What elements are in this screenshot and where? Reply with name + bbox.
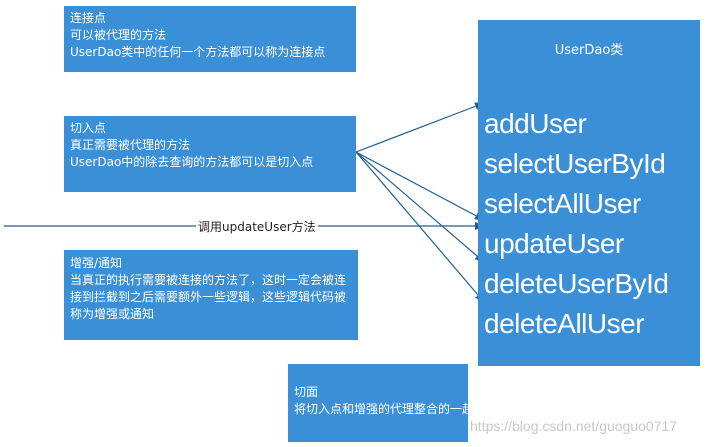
userdao-class-box: UserDao类 addUser selectUserById selectAl…: [478, 20, 700, 366]
method-selectalluser: selectAllUser: [484, 188, 641, 219]
userdao-title: UserDao类: [554, 43, 624, 58]
joinpoint-box: 连接点 可以被代理的方法 UserDao类中的任何一个方法都可以称为连接点: [64, 6, 356, 72]
pointcut-line1: 真正需要被代理的方法: [70, 138, 191, 152]
pointcut-to-adduser-arrow: [355, 102, 485, 153]
method-adduser: addUser: [484, 108, 587, 139]
call-arrow-label: 调用updateUser方法: [196, 218, 318, 235]
advice-body: 当真正的执行需要被连接的方法了，这时一定会被连接到拦截到之后需要额外一些逻辑，这…: [70, 273, 347, 321]
method-deleteallusers: deleteAllUser: [484, 308, 645, 339]
advice-title: 增强/通知: [70, 256, 123, 270]
method-updateuser: updateUser: [484, 228, 624, 259]
aspect-box: 切面 将切入点和增强的代理整合的一起: [288, 364, 475, 442]
pointcut-title: 切入点: [70, 121, 107, 135]
watermark: https://blog.csdn.net/guoguo0717: [470, 418, 678, 434]
pointcut-line2: UserDao中的除去查询的方法都可以是切入点: [70, 155, 314, 169]
pointcut-to-updateuser-arrow: [355, 151, 485, 221]
method-deleteuserbyid: deleteUserById: [484, 268, 669, 299]
method-list: addUser selectUserById selectAllUser upd…: [484, 104, 669, 344]
method-selectuserbyid: selectUserById: [484, 148, 666, 179]
aspect-title: 切面: [294, 385, 319, 399]
joinpoint-title: 连接点: [70, 11, 107, 25]
pointcut-box: 切入点 真正需要被代理的方法 UserDao中的除去查询的方法都可以是切入点: [64, 116, 356, 192]
pointcut-to-deleteallusers-arrow: [355, 151, 485, 303]
advice-box: 增强/通知 当真正的执行需要被连接的方法了，这时一定会被连接到拦截到之后需要额外…: [64, 250, 358, 340]
aspect-line1: 将切入点和增强的代理整合的一起: [294, 402, 475, 416]
joinpoint-line1: 可以被代理的方法: [70, 28, 167, 42]
pointcut-to-deleteuserbyid-arrow: [355, 151, 485, 263]
joinpoint-line2: UserDao类中的任何一个方法都可以称为连接点: [70, 45, 326, 59]
